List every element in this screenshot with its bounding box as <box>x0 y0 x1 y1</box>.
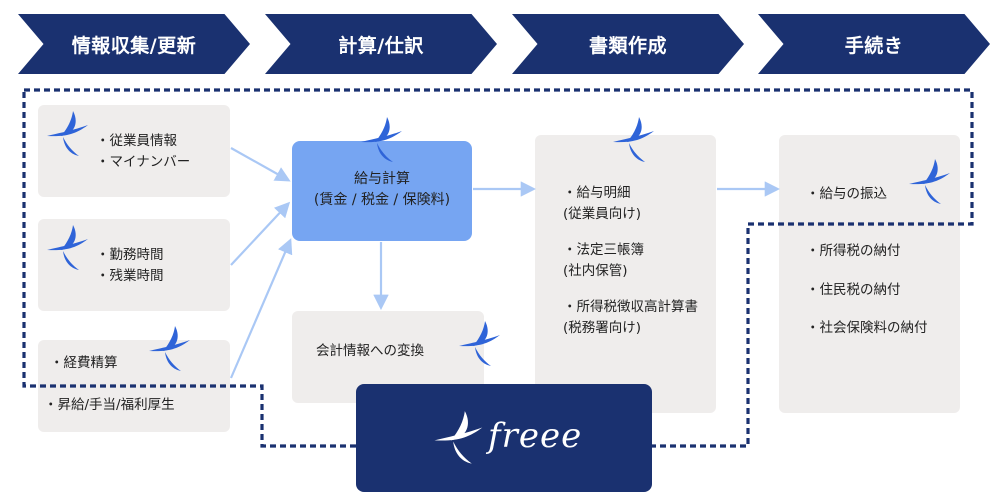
stage-calc: 計算/仕訳 <box>265 14 497 74</box>
freee-logo-box <box>356 384 652 492</box>
expense-text: ・経費精算 <box>50 355 118 371</box>
employee-info-text: ・従業員情報 ・マイナンバー <box>96 133 191 170</box>
bird-icon <box>47 225 88 270</box>
proc-social-insurance: ・社会保険料の納付 <box>806 320 928 336</box>
raise-text: ・昇給/手当/福利厚生 <box>44 397 175 413</box>
doc-ledgers: ・法定三帳簿 (社内保管) <box>563 242 644 279</box>
freee-coverage-dashed-border <box>22 88 974 448</box>
stage-collect: 情報収集/更新 <box>18 14 250 74</box>
bird-icon <box>149 326 190 371</box>
payroll-box <box>292 141 472 241</box>
proc-resident-tax: ・住民税の納付 <box>806 282 901 298</box>
arrow-expense-to-payroll <box>229 238 293 379</box>
documents-box <box>535 135 716 413</box>
stage-documents: 書類作成 <box>512 14 744 74</box>
stage-procedures: 手続き <box>758 14 990 74</box>
doc-payslip: ・給与明細 (従業員向け) <box>563 185 642 222</box>
doc-tax-statement: ・所得税徴収高計算書 (税務署向け) <box>563 299 698 336</box>
arrow-employee-to-payroll <box>230 147 291 182</box>
freee-wordmark: freee <box>488 416 583 456</box>
bird-icon <box>361 117 402 162</box>
proc-salary-transfer: ・給与の振込 <box>806 186 887 202</box>
bird-icon <box>909 159 950 204</box>
bird-icon <box>613 117 654 162</box>
proc-income-tax: ・所得税の納付 <box>806 243 901 259</box>
payroll-text: 給与計算 (賃金 / 税金 / 保険料) <box>313 171 451 208</box>
freee-bird-icon <box>434 411 483 464</box>
bird-icon <box>47 111 88 156</box>
attendance-text: ・勤務時間 ・残業時間 <box>96 247 164 284</box>
bird-icon <box>459 321 500 366</box>
accounting-text: 会計情報への変換 <box>316 343 424 359</box>
arrow-attendance-to-payroll <box>230 201 291 266</box>
